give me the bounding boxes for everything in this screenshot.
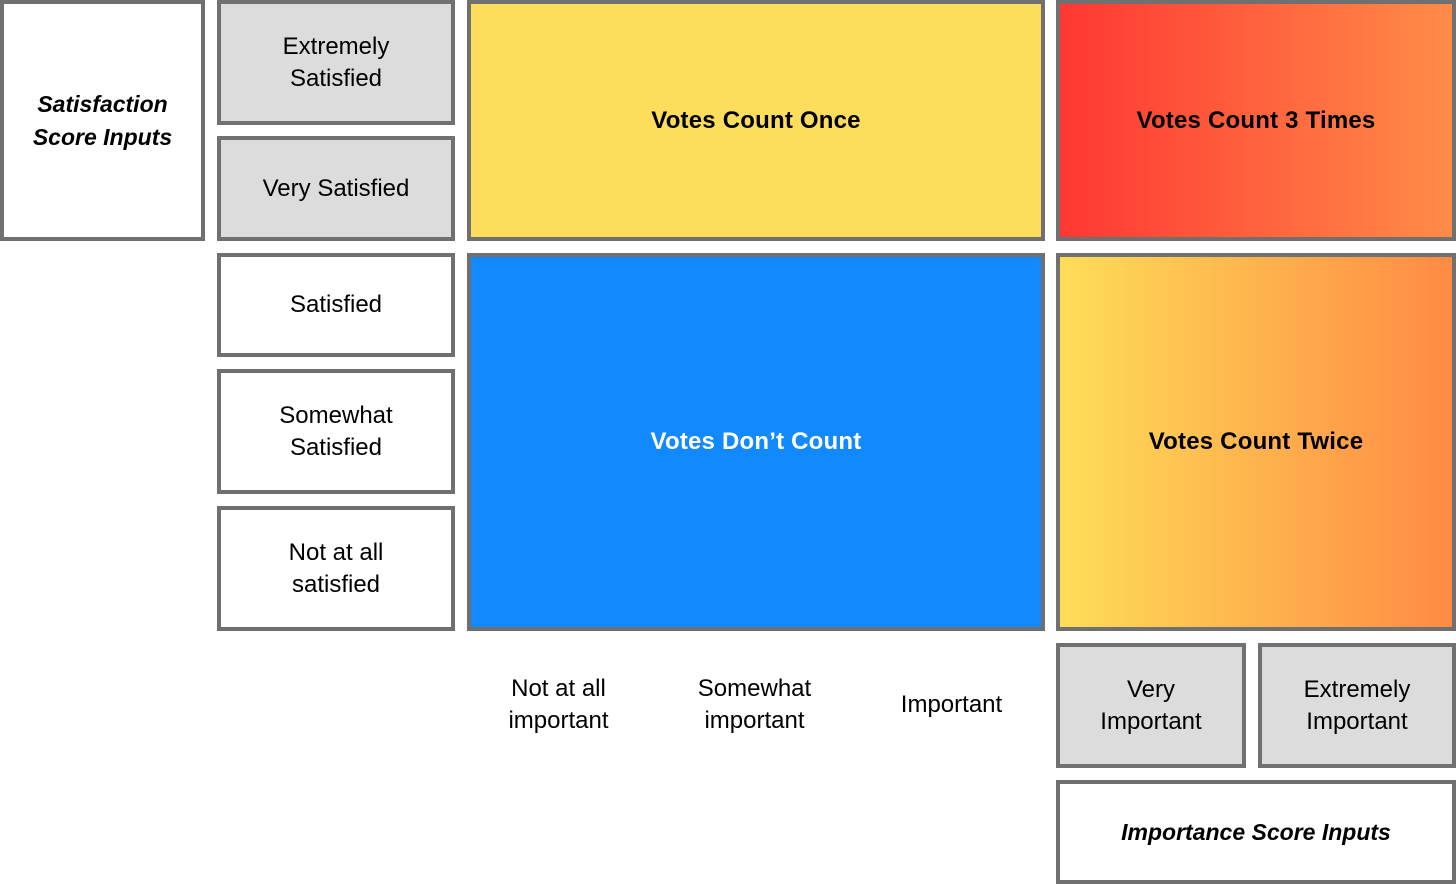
satisfaction-very-satisfied: Very Satisfied: [217, 136, 455, 241]
satisfaction-score-inputs-header: Satisfaction Score Inputs: [0, 0, 205, 241]
importance-important: Important: [900, 691, 1003, 718]
satisfaction-level-label: Not at all satisfied: [288, 538, 384, 598]
importance-header-label: Importance Score Inputs: [1121, 818, 1391, 845]
zone-votes-count-once: Votes Count Once: [467, 0, 1045, 241]
zone-votes-count-twice: Votes Count Twice: [1056, 253, 1456, 631]
importance-score-inputs-header: Importance Score Inputs: [1056, 780, 1456, 884]
satisfaction-somewhat-satisfied: Somewhat Satisfied: [217, 369, 455, 494]
satisfaction-level-label: Extremely Satisfied: [282, 32, 390, 92]
satisfaction-level-label: Satisfied: [289, 291, 383, 318]
zone-label: Votes Don’t Count: [650, 428, 862, 455]
zone-votes-dont-count: Votes Don’t Count: [467, 253, 1045, 631]
importance-level-label: Extremely Important: [1303, 675, 1411, 735]
satisfaction-level-label: Very Satisfied: [262, 174, 410, 202]
importance-extremely-important: Extremely Important: [1258, 643, 1456, 768]
importance-very-important: Very Important: [1056, 643, 1246, 768]
zone-label: Votes Count Once: [651, 106, 861, 134]
importance-level-label: Very Important: [1100, 675, 1202, 735]
importance-not-at-all-important: Not at all important: [508, 675, 609, 734]
importance-somewhat-important: Somewhat important: [697, 675, 812, 734]
satisfaction-header-label: Satisfaction Score Inputs: [32, 90, 173, 150]
satisfaction-not-at-all-satisfied: Not at all satisfied: [217, 506, 455, 631]
zone-votes-count-3-times: Votes Count 3 Times: [1056, 0, 1456, 241]
zone-label: Votes Count Twice: [1148, 428, 1364, 455]
satisfaction-extremely-satisfied: Extremely Satisfied: [217, 0, 455, 125]
satisfaction-level-label: Somewhat Satisfied: [279, 401, 393, 461]
satisfaction-satisfied: Satisfied: [217, 253, 455, 357]
zone-label: Votes Count 3 Times: [1136, 106, 1376, 134]
